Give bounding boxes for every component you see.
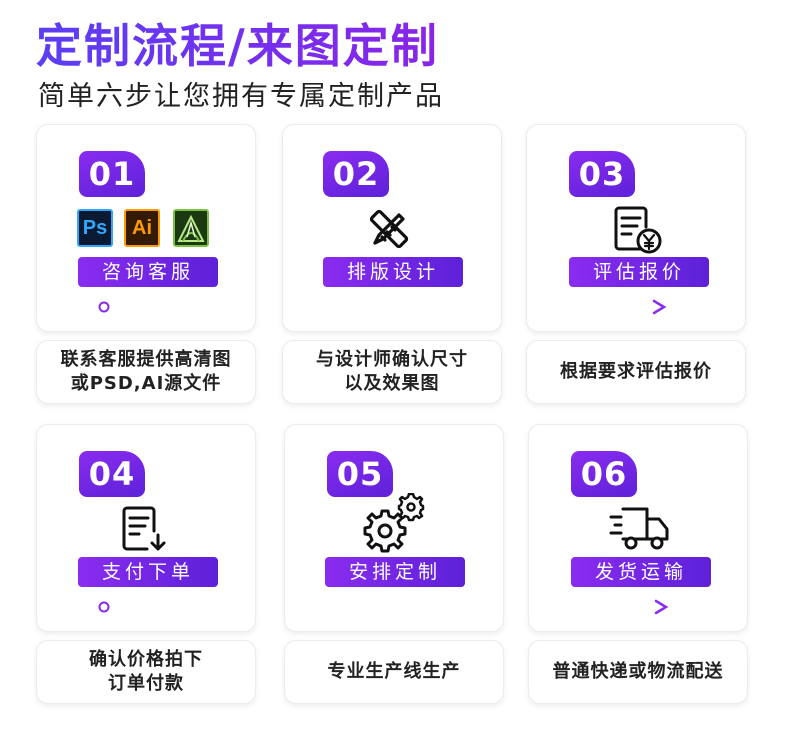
- software-icons: Ps Ai: [77, 209, 217, 249]
- step-description-3: 根据要求评估报价: [526, 340, 746, 404]
- ruler-pencil-icon: [365, 205, 413, 257]
- gears-icon: [363, 492, 427, 559]
- step-number-badge: 05: [327, 451, 393, 497]
- step-card-3: 03 评估报价: [526, 124, 746, 332]
- step-number-badge: 03: [569, 151, 635, 197]
- step-label: 安排定制: [325, 557, 465, 587]
- invoice-yen-icon: [611, 205, 663, 259]
- step-number-badge: 01: [79, 151, 145, 197]
- step-card-2: 02 排版设计: [282, 124, 502, 332]
- step-label: 评估报价: [569, 257, 709, 287]
- document-download-icon: [119, 505, 169, 559]
- step-description-5: 专业生产线生产: [284, 640, 504, 704]
- delivery-truck-icon: [609, 503, 673, 557]
- page-title: 定制流程/来图定制: [36, 16, 439, 76]
- step-card-6: 06 发货运输: [528, 424, 748, 632]
- step-description-4: 确认价格拍下订单付款: [36, 640, 256, 704]
- step-card-1: 01 Ps Ai 咨询客服: [36, 124, 256, 332]
- step-description-2: 与设计师确认尺寸以及效果图: [282, 340, 502, 404]
- step-label: 排版设计: [323, 257, 463, 287]
- illustrator-icon: Ai: [124, 209, 160, 247]
- step-number-badge: 04: [79, 451, 145, 497]
- step-label: 咨询客服: [78, 257, 218, 287]
- step-label: 支付下单: [78, 557, 218, 587]
- step-card-5: 05 安排定制: [284, 424, 504, 632]
- coreldraw-icon: [173, 209, 209, 247]
- page-subtitle: 简单六步让您拥有专属定制产品: [38, 81, 444, 112]
- step-label: 发货运输: [571, 557, 711, 587]
- step-description-6: 普通快递或物流配送: [528, 640, 748, 704]
- step-number-badge: 06: [571, 451, 637, 497]
- step-card-4: 04 支付下单: [36, 424, 256, 632]
- step-number-badge: 02: [323, 151, 389, 197]
- photoshop-icon: Ps: [77, 209, 113, 247]
- step-description-1: 联系客服提供高清图或PSD,AI源文件: [36, 340, 256, 404]
